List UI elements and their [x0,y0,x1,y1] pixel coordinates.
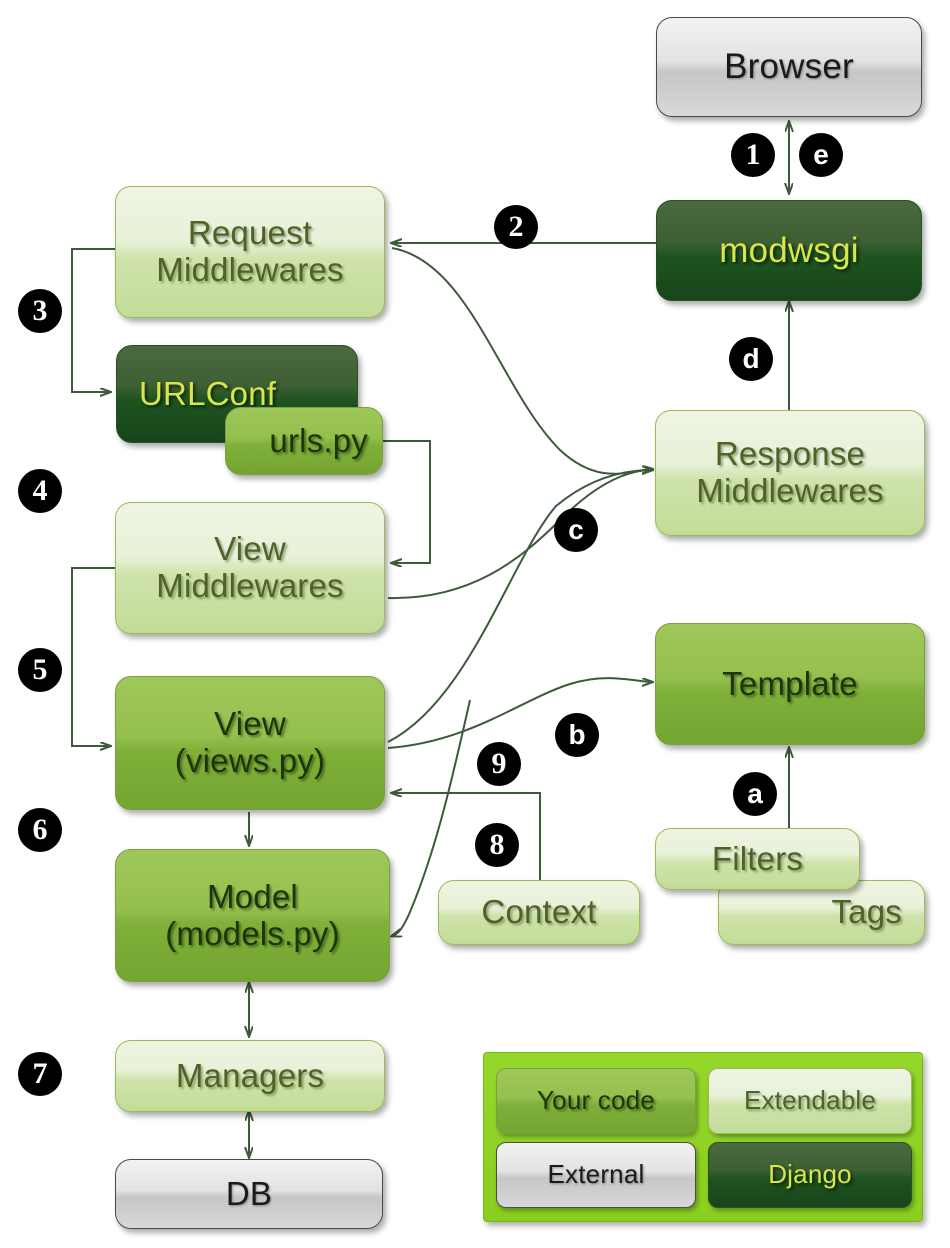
node-urlconf-label: URLConf [139,374,277,412]
node-request-middlewares-label-line1: Request [187,214,313,252]
node-response-middlewares-label-line2: Middlewares [696,472,884,509]
badge-step-6-label: 6 [32,813,48,846]
node-model-label-line1: Model [207,877,298,915]
node-view-middlewares[interactable]: View Middlewares [115,502,385,634]
node-context-label: Context [481,893,597,931]
badge-step-2-label: 2 [508,210,524,243]
legend-item-django[interactable]: Django [708,1142,912,1208]
node-model-label-line2: (models.py) [165,914,340,952]
badge-step-e: e [799,133,843,177]
badge-step-6: 6 [18,808,62,852]
node-managers[interactable]: Managers [115,1040,385,1112]
legend-item-extendable-label: Extendable [743,1085,877,1116]
badge-step-8-label: 8 [489,828,505,861]
badge-step-4: 4 [18,469,62,513]
badge-step-5-label: 5 [32,653,48,686]
node-model[interactable]: Model (models.py) [115,849,390,982]
legend-item-external-label: External [547,1159,645,1190]
node-managers-label: Managers [175,1056,325,1094]
badge-step-9: 9 [477,742,521,786]
badge-step-7-label: 7 [32,1057,48,1090]
node-db[interactable]: DB [115,1159,383,1229]
badge-step-c: c [554,508,598,552]
badge-step-9-label: 9 [491,747,507,780]
node-view-label-line1: View [214,705,286,743]
badge-step-b-label: b [568,719,586,750]
badge-step-2: 2 [494,205,538,249]
node-db-label: DB [225,1174,273,1212]
badge-step-d-label: d [742,343,760,374]
node-filters[interactable]: Filters [655,828,860,890]
badge-step-5: 5 [18,648,62,692]
node-response-middlewares[interactable]: Response Middlewares [655,410,925,536]
badge-step-d: d [729,337,773,381]
node-modwsgi-label: modwsgi [719,230,859,270]
node-browser[interactable]: Browser [656,17,922,117]
node-template-label: Template [722,664,858,702]
node-urls-py[interactable]: urls.py [225,407,383,475]
legend-item-extendable[interactable]: Extendable [708,1068,912,1134]
badge-step-a-label: a [747,778,763,809]
node-filters-label: Filters [711,839,804,877]
badge-step-3: 3 [18,289,62,333]
legend-item-external[interactable]: External [496,1142,696,1208]
node-browser-label: Browser [724,47,854,87]
badge-step-a: a [733,772,777,816]
badge-step-b: b [555,713,599,757]
node-request-middlewares-label-line2: Middlewares [156,251,344,288]
node-view-middlewares-label-line2: Middlewares [156,567,344,604]
badge-step-4-label: 4 [32,474,48,507]
node-view-label-line2: (views.py) [174,742,326,779]
node-view[interactable]: View (views.py) [115,676,385,810]
node-modwsgi[interactable]: modwsgi [656,200,922,301]
node-urls-py-label: urls.py [269,421,368,459]
node-request-middlewares[interactable]: Request Middlewares [115,186,385,318]
legend-item-your-code[interactable]: Your code [496,1068,696,1134]
badge-step-c-label: c [568,514,584,545]
badge-step-3-label: 3 [32,294,48,327]
node-context[interactable]: Context [438,880,640,945]
legend-item-your-code-label: Your code [537,1085,655,1116]
node-tags-label: Tags [831,893,902,931]
legend-panel: Your code Extendable External Django [483,1052,923,1222]
badge-step-1: 1 [731,133,775,177]
node-template[interactable]: Template [655,623,925,745]
badge-step-7: 7 [18,1052,62,1096]
node-response-middlewares-label-line1: Response [714,435,866,473]
badge-step-e-label: e [813,139,829,170]
node-tags[interactable]: Tags [718,880,925,945]
node-view-middlewares-label-line1: View [214,530,286,568]
legend-item-django-label: Django [768,1159,852,1190]
badge-step-8: 8 [475,823,519,867]
badge-step-1-label: 1 [745,138,761,171]
